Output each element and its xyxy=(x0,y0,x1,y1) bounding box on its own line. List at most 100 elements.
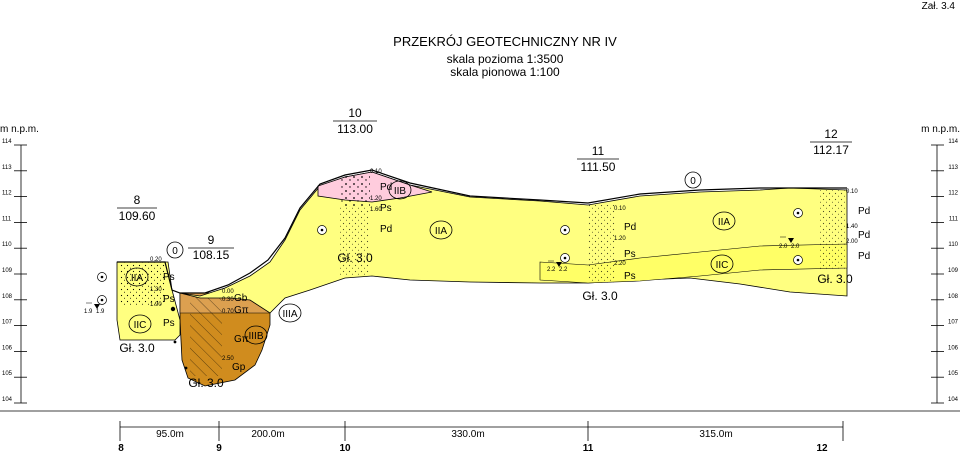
distance-10-11: 330.0m xyxy=(451,429,484,440)
bh11-soil: Ps xyxy=(624,271,636,282)
pin-center xyxy=(100,275,104,279)
pin-center xyxy=(100,298,104,302)
bh12-soil: Pd xyxy=(858,206,870,217)
bh12-mark: 0.10 xyxy=(846,189,858,195)
layer-label: IIA xyxy=(131,273,144,284)
bh10-soil: Pd xyxy=(380,182,392,193)
axis-level-label: 104 xyxy=(2,397,13,403)
axis-level-label: 106 xyxy=(948,345,959,351)
layer-circle xyxy=(710,254,734,274)
borehole-9-column xyxy=(190,296,222,376)
borehole-10-number: 10 xyxy=(348,106,362,120)
sand-layer-pd-ps xyxy=(179,171,848,314)
pin-center xyxy=(563,228,567,232)
pin-center xyxy=(796,258,800,262)
annex-label: Zał. 3.4 xyxy=(922,1,956,12)
station-12: 12 xyxy=(816,443,828,453)
bh9-mark: 0.30 xyxy=(222,297,234,303)
borehole-8-depth: Gł. 3.0 xyxy=(119,341,155,355)
layer-circle xyxy=(388,180,412,200)
water-level: 2.0 xyxy=(791,244,800,250)
bh8-soil: Ps xyxy=(163,272,175,283)
borehole-11-column xyxy=(588,205,616,283)
bh12-mark: 2.00 xyxy=(846,239,858,245)
layer-label: IIB xyxy=(394,186,407,197)
borehole-9-elev: 108.15 xyxy=(193,248,230,262)
borehole-10-elev: 113.00 xyxy=(337,122,373,136)
pin-center xyxy=(796,211,800,215)
layer-label: IIA xyxy=(718,217,731,228)
bh9-soil: Gπ xyxy=(234,305,249,316)
water-level: 1.9 xyxy=(96,309,105,315)
layer-label: IIC xyxy=(134,320,147,331)
axis-level-label: 107 xyxy=(948,320,959,326)
bh11-soil: Ps xyxy=(624,249,636,260)
bh9-mark: 0.00 xyxy=(222,289,234,295)
zero-mark-circle xyxy=(166,241,184,259)
axis-level-label: 110 xyxy=(948,242,958,248)
borehole-12-column xyxy=(820,190,847,270)
axis-level-label: 112 xyxy=(2,191,12,197)
bh11-soil: Pd xyxy=(624,222,636,233)
layer-circle xyxy=(244,325,268,345)
borehole-11-elev: 111.50 xyxy=(581,160,616,174)
borehole-10-top-column xyxy=(340,174,370,206)
station-9: 9 xyxy=(216,443,222,453)
axis-level-label: 112 xyxy=(948,191,958,197)
borehole-9-depth: Gł. 3.0 xyxy=(188,376,224,390)
bh9-soil: Gπ xyxy=(234,334,249,345)
vertical-scale: skala pionowa 1:100 xyxy=(450,65,560,79)
borehole-12-depth: Gł. 3.0 xyxy=(817,272,853,286)
bh9-soil: Gb xyxy=(234,293,248,304)
pin-center xyxy=(563,256,567,260)
borehole-8-elev: 109.60 xyxy=(119,209,156,223)
borehole-10-depth: Gł. 3.0 xyxy=(337,251,373,265)
bh12-soil: Pd xyxy=(858,230,870,241)
bh12-mark: 1.40 xyxy=(846,224,858,230)
water-level: 2.2 xyxy=(559,267,568,273)
borehole-11-depth: Gł. 3.0 xyxy=(582,289,618,303)
borehole-11-number: 11 xyxy=(592,144,605,158)
sample-dot xyxy=(170,306,176,312)
water-table-icon: 1.9 1.9 xyxy=(84,302,105,315)
station-11: 11 xyxy=(583,443,594,453)
bh9-mark: 0.70 xyxy=(222,309,234,315)
axis-level-label: 114 xyxy=(948,139,958,145)
bh9-soil: Gp xyxy=(232,362,246,373)
bh8-mark: 1.30 xyxy=(150,287,162,293)
axis-level-label: 108 xyxy=(948,294,959,300)
axis-level-label: 111 xyxy=(949,216,959,222)
axis-level-label: 111 xyxy=(2,216,12,222)
distance-8-9: 95.0m xyxy=(156,429,184,440)
axis-level-label: 104 xyxy=(948,397,959,403)
borehole-8-number: 8 xyxy=(134,193,141,207)
borehole-9-number: 9 xyxy=(208,233,215,247)
sample-dot xyxy=(184,366,188,370)
bh11-mark: 1.20 xyxy=(614,236,626,242)
bh8-soil: Ps xyxy=(163,318,175,329)
bh10-mark: 1.60 xyxy=(370,207,382,213)
layer-circle xyxy=(278,303,302,323)
layer-circle xyxy=(125,267,149,287)
terrain-surface xyxy=(117,169,847,294)
bh10-mark: 0.10 xyxy=(370,169,382,175)
zero-mark: 0 xyxy=(690,176,696,187)
bh11-mark: 2.20 xyxy=(614,261,626,267)
bh11-mark: 0.10 xyxy=(614,206,626,212)
axis-level-label: 108 xyxy=(2,294,13,300)
layer-label: IIA xyxy=(435,226,448,237)
bh9-mark: 2.50 xyxy=(222,356,234,362)
water-level: 1.9 xyxy=(84,309,93,315)
borehole-10-column xyxy=(340,206,370,276)
pin-center xyxy=(320,228,324,232)
diagram-title: PRZEKRÓJ GEOTECHNICZNY NR IV xyxy=(393,34,617,49)
borehole-12-elev: 112.17 xyxy=(813,143,849,157)
water-level: 2.0 xyxy=(779,244,788,250)
sample-dot xyxy=(173,340,177,344)
axis-level-label: 107 xyxy=(2,320,13,326)
bh8-mark: 0.20 xyxy=(150,257,162,263)
bh8-soil: Ps xyxy=(163,294,175,305)
